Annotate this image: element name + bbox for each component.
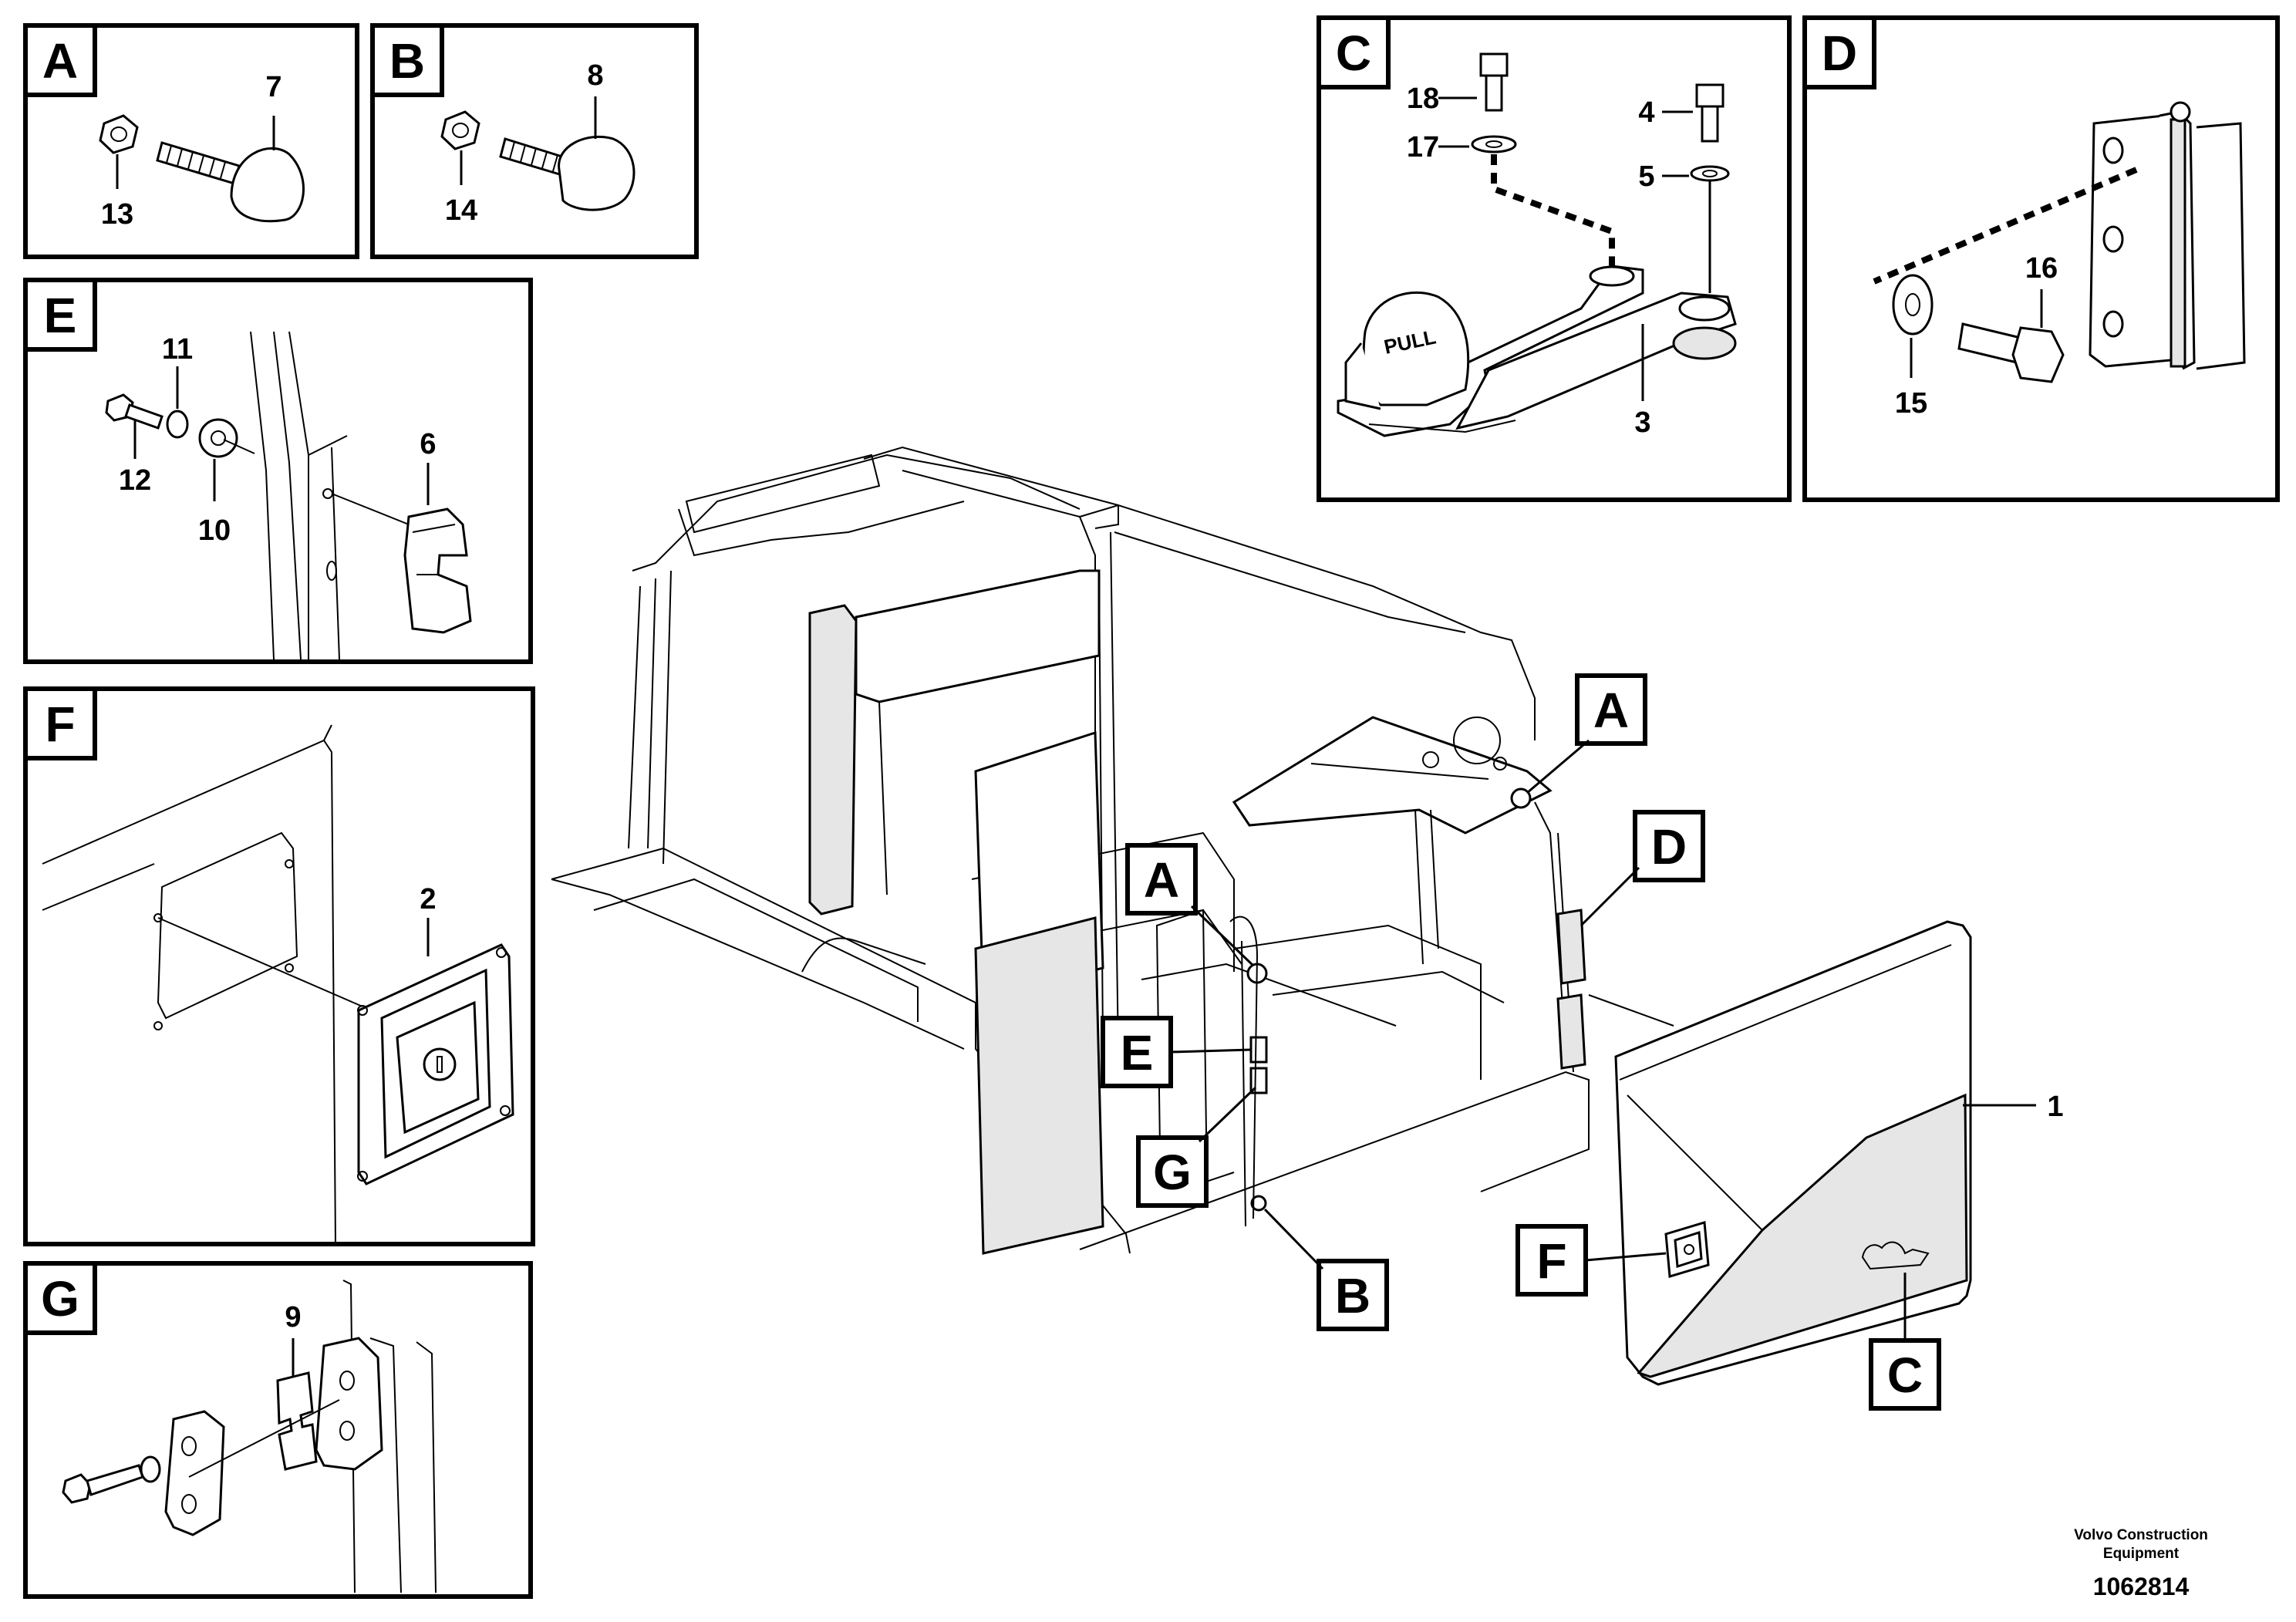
svg-text:G: G (1153, 1145, 1192, 1200)
callout-5: 5 (1638, 160, 1654, 193)
panel-g-letter: G (41, 1271, 79, 1327)
callout-7: 7 (265, 71, 282, 103)
detail-panel-g: G 9 (23, 1261, 533, 1599)
striker-block-icon (403, 508, 472, 634)
main-callout-a-left: A (1125, 843, 1255, 967)
rubber-bumper-icon (558, 135, 636, 211)
nut-icon (99, 114, 139, 154)
lock-cylinder-icon (423, 1047, 457, 1081)
callout-10: 10 (198, 514, 231, 547)
panel-c-letter: C (1336, 25, 1371, 81)
main-callout-g: G (1136, 1086, 1257, 1208)
callout-18: 18 (1407, 83, 1439, 115)
nut-icon (440, 110, 480, 150)
lock-washer-icon (166, 410, 189, 439)
callout-2: 2 (420, 883, 436, 916)
detail-panel-b: B 8 14 (370, 23, 699, 259)
callout-1: 1 (2047, 1091, 2063, 1123)
callout-4: 4 (1638, 96, 1654, 129)
company-name-line2: Equipment (2103, 1546, 2180, 1562)
svg-text:C: C (1887, 1347, 1923, 1403)
bolt-icon (1695, 83, 1725, 143)
washer-icon (1892, 274, 1934, 336)
callout-11: 11 (162, 333, 193, 366)
side-door: 1 (1588, 920, 2064, 1386)
callout-9: 9 (285, 1301, 301, 1334)
detail-panel-f: F 2 (23, 686, 535, 1246)
callout-14: 14 (445, 194, 477, 227)
detail-panel-a: A 7 13 (23, 23, 359, 259)
callout-6: 6 (420, 428, 436, 460)
callout-17: 17 (1407, 131, 1439, 164)
svg-text:A: A (1593, 683, 1629, 738)
svg-text:F: F (1536, 1233, 1566, 1289)
handle-recess-icon (1861, 1241, 1930, 1270)
detail-panel-d: D 16 15 (1802, 15, 2280, 502)
door-handle-icon: PULL (1337, 265, 1737, 437)
paddle-latch-icon (357, 943, 514, 1185)
main-callout-d: D (1580, 810, 1705, 927)
hinge-icon (1556, 909, 1586, 1070)
callout-13: 13 (101, 198, 133, 231)
washer-icon (198, 418, 238, 458)
main-callout-a-right: A (1526, 673, 1647, 794)
main-callout-f: F (1515, 1224, 1667, 1297)
svg-text:A: A (1144, 852, 1179, 908)
main-callout-e: E (1101, 1016, 1252, 1088)
striker-plate-icon (164, 1410, 225, 1536)
latch-bracket-icon (315, 1337, 383, 1471)
main-callout-b: B (1263, 1208, 1389, 1331)
detail-panel-e: E 11 12 10 6 (23, 278, 533, 664)
bolt-icon (105, 393, 164, 430)
svg-text:D: D (1651, 819, 1687, 875)
panel-e-letter: E (44, 288, 77, 343)
paddle-latch-icon (1664, 1221, 1710, 1278)
callout-16: 16 (2025, 252, 2058, 285)
bolt-icon (1479, 52, 1509, 112)
washer-icon (1690, 165, 1730, 182)
rubber-stop-icon (230, 147, 305, 223)
hinge-icon (2089, 101, 2246, 370)
striker-block-icon (1249, 1036, 1268, 1064)
drawing-number: 1062814 (2093, 1573, 2190, 1600)
panel-f-letter: F (45, 696, 75, 752)
svg-text:B: B (1335, 1268, 1371, 1324)
svg-text:E: E (1121, 1025, 1154, 1081)
main-callout-c: C (1869, 1273, 1941, 1411)
main-assembly-view (551, 446, 1590, 1255)
panel-d-letter: D (1822, 25, 1857, 81)
washer-icon (140, 1455, 161, 1483)
panel-a-letter: A (42, 33, 78, 89)
callout-8: 8 (587, 59, 603, 92)
bolt-icon (62, 1464, 144, 1504)
callout-12: 12 (119, 464, 151, 497)
callout-15: 15 (1895, 387, 1927, 420)
rubber-bumper-icon (1250, 1195, 1267, 1212)
hex-bolt-icon (1957, 322, 2065, 383)
rubber-stop-icon (1510, 787, 1532, 809)
washer-icon (1471, 135, 1517, 153)
callout-3: 3 (1634, 406, 1650, 439)
company-name-line1: Volvo Construction (2074, 1527, 2208, 1543)
panel-b-letter: B (389, 33, 425, 89)
detail-panel-c: C 18 17 4 5 (1317, 15, 1792, 502)
